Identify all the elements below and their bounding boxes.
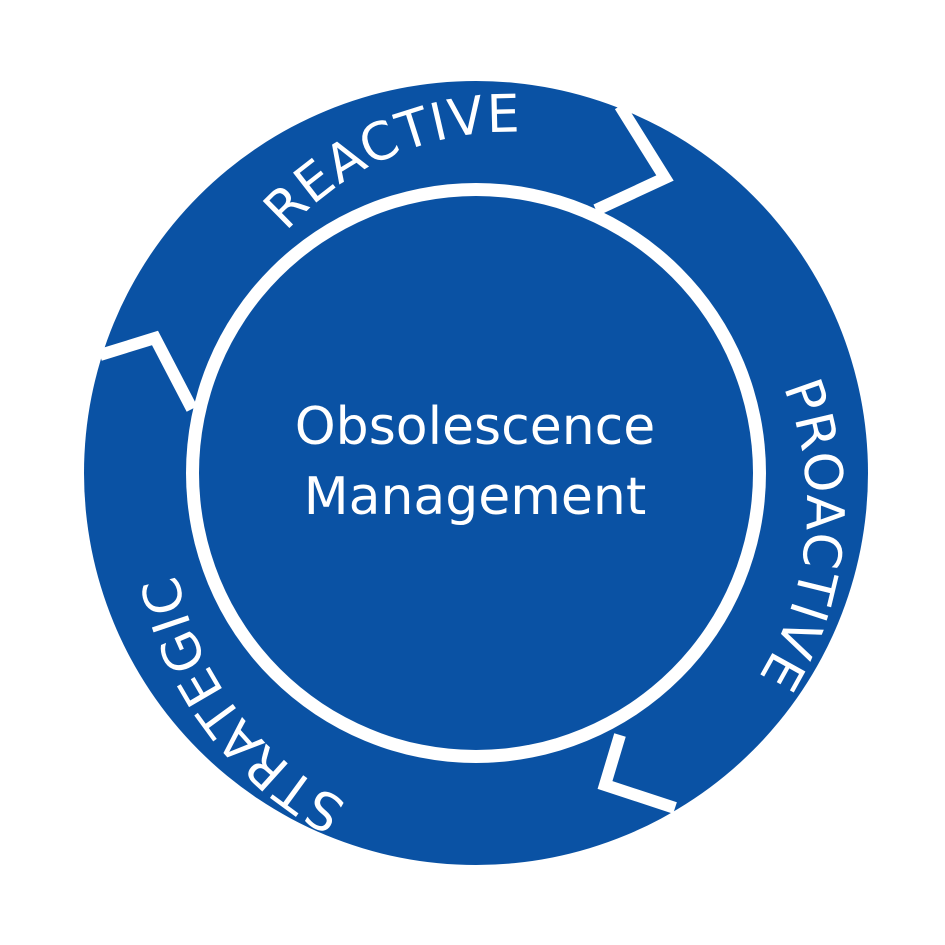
center-disc <box>199 196 753 750</box>
center-title: Obsolescence Management <box>240 392 710 532</box>
segment-divider-top-right <box>593 102 674 216</box>
center-title-line-2: Management <box>303 467 647 527</box>
segment-divider-left <box>98 330 198 412</box>
segment-divider-bottom-right <box>597 733 677 814</box>
center-title-line-1: Obsolescence <box>294 397 656 457</box>
